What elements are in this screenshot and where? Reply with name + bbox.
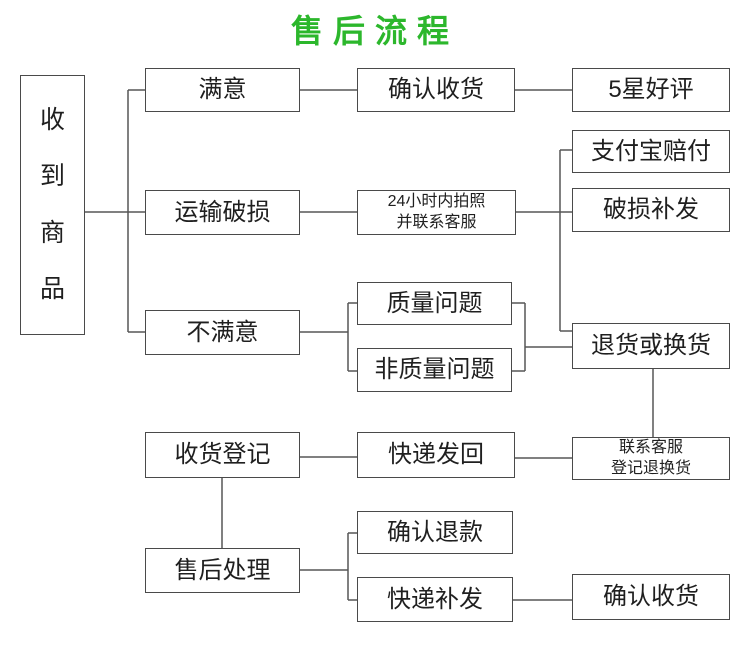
- node-label: 收货登记: [174, 441, 271, 469]
- node-return-or-exchange: 退货或换货: [572, 323, 730, 369]
- node-express-reshipment: 快递补发: [357, 577, 513, 622]
- node-label: 售后处理: [174, 556, 271, 584]
- node-label: 质量问题: [386, 289, 483, 317]
- node-confirm-receipt-final: 确认收货: [572, 574, 730, 620]
- node-unsatisfied: 不满意: [145, 310, 300, 355]
- node-label: 满意: [198, 76, 247, 104]
- node-label: 确认退款: [387, 518, 483, 546]
- node-label-line2: 并联系客服: [396, 213, 477, 231]
- node-label-line2: 登记退换货: [610, 459, 691, 477]
- node-transport-damage: 运输破损: [145, 190, 300, 235]
- node-label: 确认收货: [603, 583, 699, 611]
- node-label: 5星好评: [608, 76, 694, 104]
- node-alipay-compensation: 支付宝赔付: [572, 130, 730, 173]
- node-label: 非质量问题: [374, 356, 495, 384]
- node-label: 到: [39, 162, 65, 191]
- node-received-goods: 收 到 商 品: [20, 75, 85, 335]
- node-aftersales-processing: 售后处理: [145, 548, 300, 593]
- node-photo-within-24h: 24小时内拍照 并联系客服: [357, 190, 516, 235]
- node-label-line1: 联系客服: [618, 438, 683, 456]
- node-label: 快递发回: [388, 441, 484, 469]
- node-quality-issue: 质量问题: [357, 282, 512, 325]
- node-express-return: 快递发回: [357, 432, 515, 478]
- node-label: 收: [39, 106, 65, 134]
- node-label: 退货或换货: [591, 332, 711, 360]
- node-satisfied: 满意: [145, 68, 300, 112]
- node-label: 支付宝赔付: [591, 137, 711, 165]
- node-label: 商: [39, 218, 65, 247]
- node-label-line1: 24小时内拍照: [387, 192, 486, 210]
- node-five-star-review: 5星好评: [572, 68, 730, 112]
- page-title: 售后流程: [290, 13, 459, 49]
- node-non-quality-issue: 非质量问题: [357, 348, 512, 392]
- node-label: 运输破损: [174, 198, 271, 226]
- node-label: 快递补发: [387, 585, 483, 613]
- node-damage-reshipment: 破损补发: [572, 188, 730, 232]
- node-contact-service-register: 联系客服 登记退换货: [572, 437, 730, 480]
- node-label: 破损补发: [603, 196, 699, 224]
- node-label: 确认收货: [388, 76, 484, 104]
- node-receipt-registration: 收货登记: [145, 432, 300, 478]
- node-label: 品: [39, 275, 65, 304]
- node-label: 不满意: [186, 318, 259, 346]
- node-confirm-receipt: 确认收货: [357, 68, 515, 112]
- node-confirm-refund: 确认退款: [357, 511, 513, 554]
